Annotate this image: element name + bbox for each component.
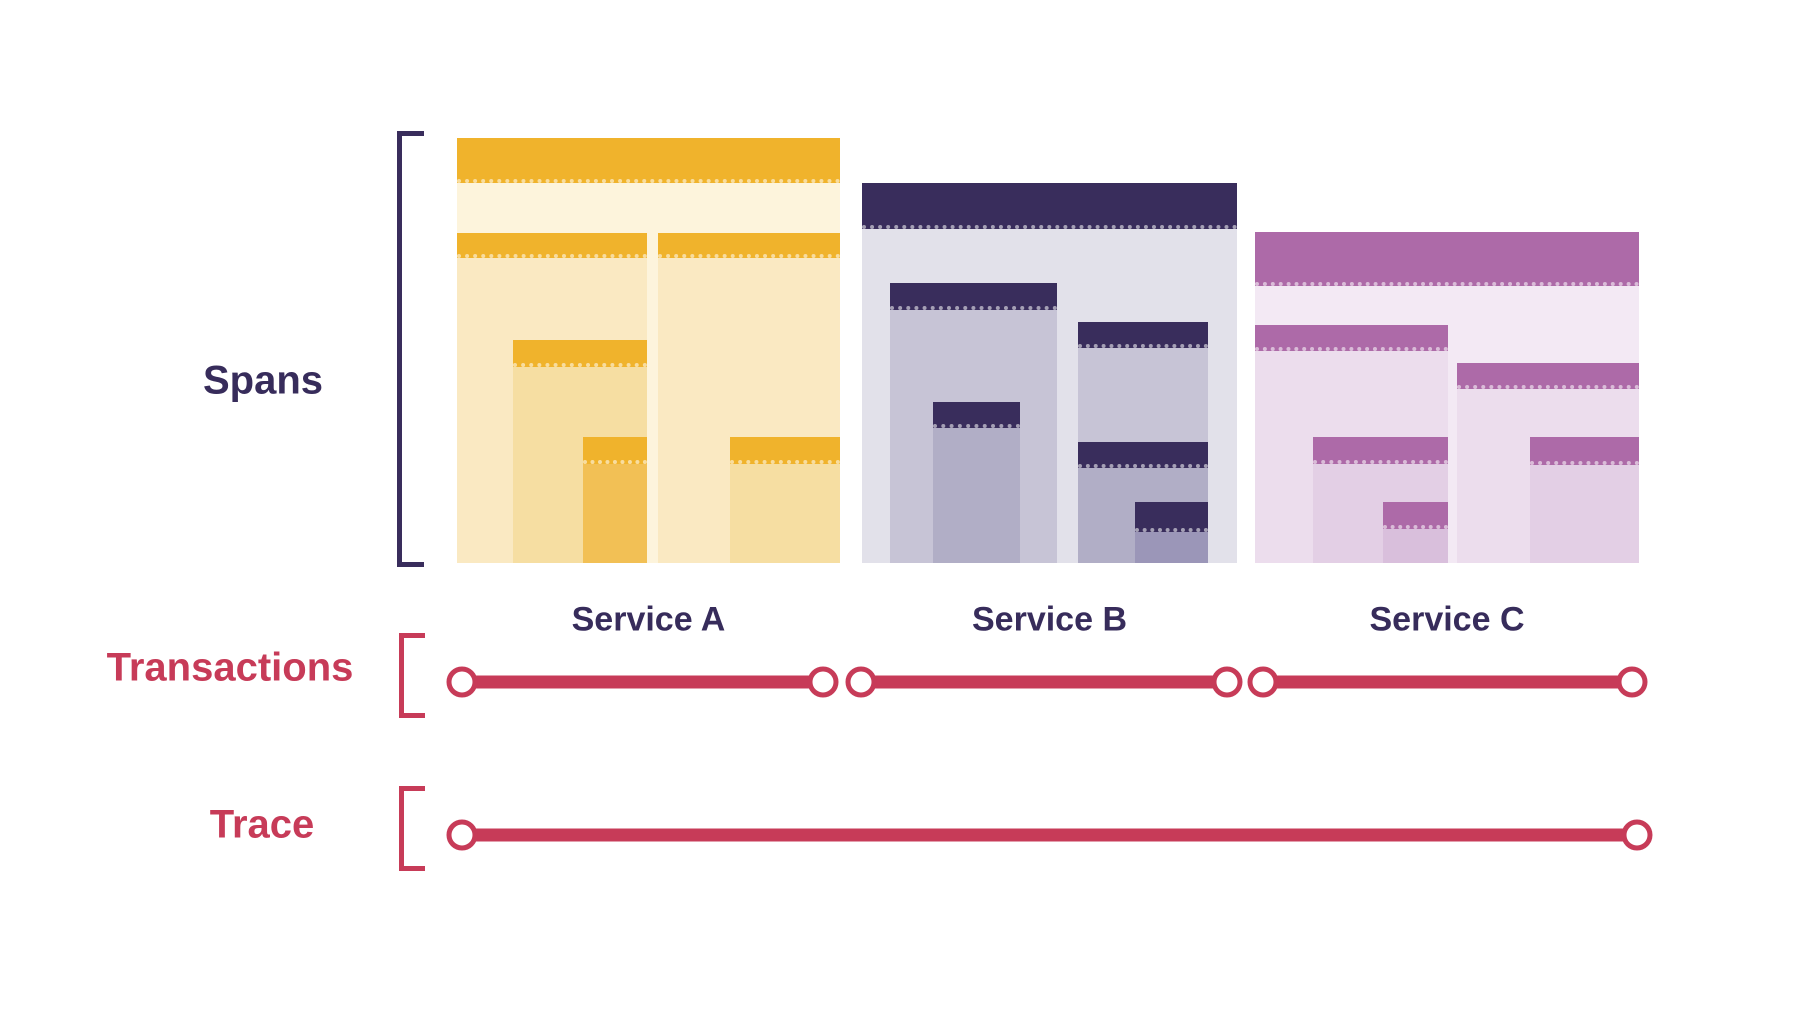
span-header <box>1313 437 1448 464</box>
span-header <box>513 340 647 367</box>
service-label-b: Service B <box>972 600 1127 639</box>
transaction-endpoint-circle <box>446 666 478 698</box>
spans-bracket <box>397 131 424 567</box>
service-label-a: Service A <box>571 600 726 639</box>
span-header <box>1078 322 1208 348</box>
trace-line <box>462 828 1637 842</box>
transaction-endpoint-circle <box>845 666 877 698</box>
transaction-line <box>1263 675 1632 689</box>
span-header <box>1078 442 1208 468</box>
transaction-line <box>462 675 823 689</box>
span-block <box>1135 502 1208 563</box>
transaction-endpoint-circle <box>807 666 839 698</box>
span-header <box>933 402 1020 428</box>
spans-label: Spans <box>202 358 324 403</box>
trace-bracket <box>399 786 425 871</box>
span-header <box>1255 325 1448 351</box>
span-header <box>862 183 1237 229</box>
span-header <box>583 437 647 464</box>
transaction-endpoint-circle <box>1616 666 1648 698</box>
span-header <box>890 283 1057 310</box>
span-block <box>1530 437 1639 563</box>
span-header <box>658 233 840 258</box>
span-header <box>1383 502 1448 529</box>
span-header <box>1135 502 1208 532</box>
span-block <box>583 437 647 563</box>
span-header <box>1255 232 1639 286</box>
span-header <box>457 233 647 258</box>
transaction-line <box>861 675 1227 689</box>
span-header <box>1530 437 1639 465</box>
span-block <box>1383 502 1448 563</box>
span-header <box>457 138 840 183</box>
transactions-label: Transactions <box>106 645 354 690</box>
transaction-endpoint-circle <box>1211 666 1243 698</box>
span-block <box>933 402 1020 563</box>
span-header <box>730 437 840 464</box>
trace-endpoint-circle <box>446 819 478 851</box>
span-block <box>730 437 840 563</box>
trace-label: Trace <box>209 802 315 847</box>
trace-endpoint-circle <box>1621 819 1653 851</box>
transaction-endpoint-circle <box>1247 666 1279 698</box>
service-label-c: Service C <box>1369 600 1525 639</box>
transactions-bracket <box>399 633 425 718</box>
span-header <box>1457 363 1639 389</box>
